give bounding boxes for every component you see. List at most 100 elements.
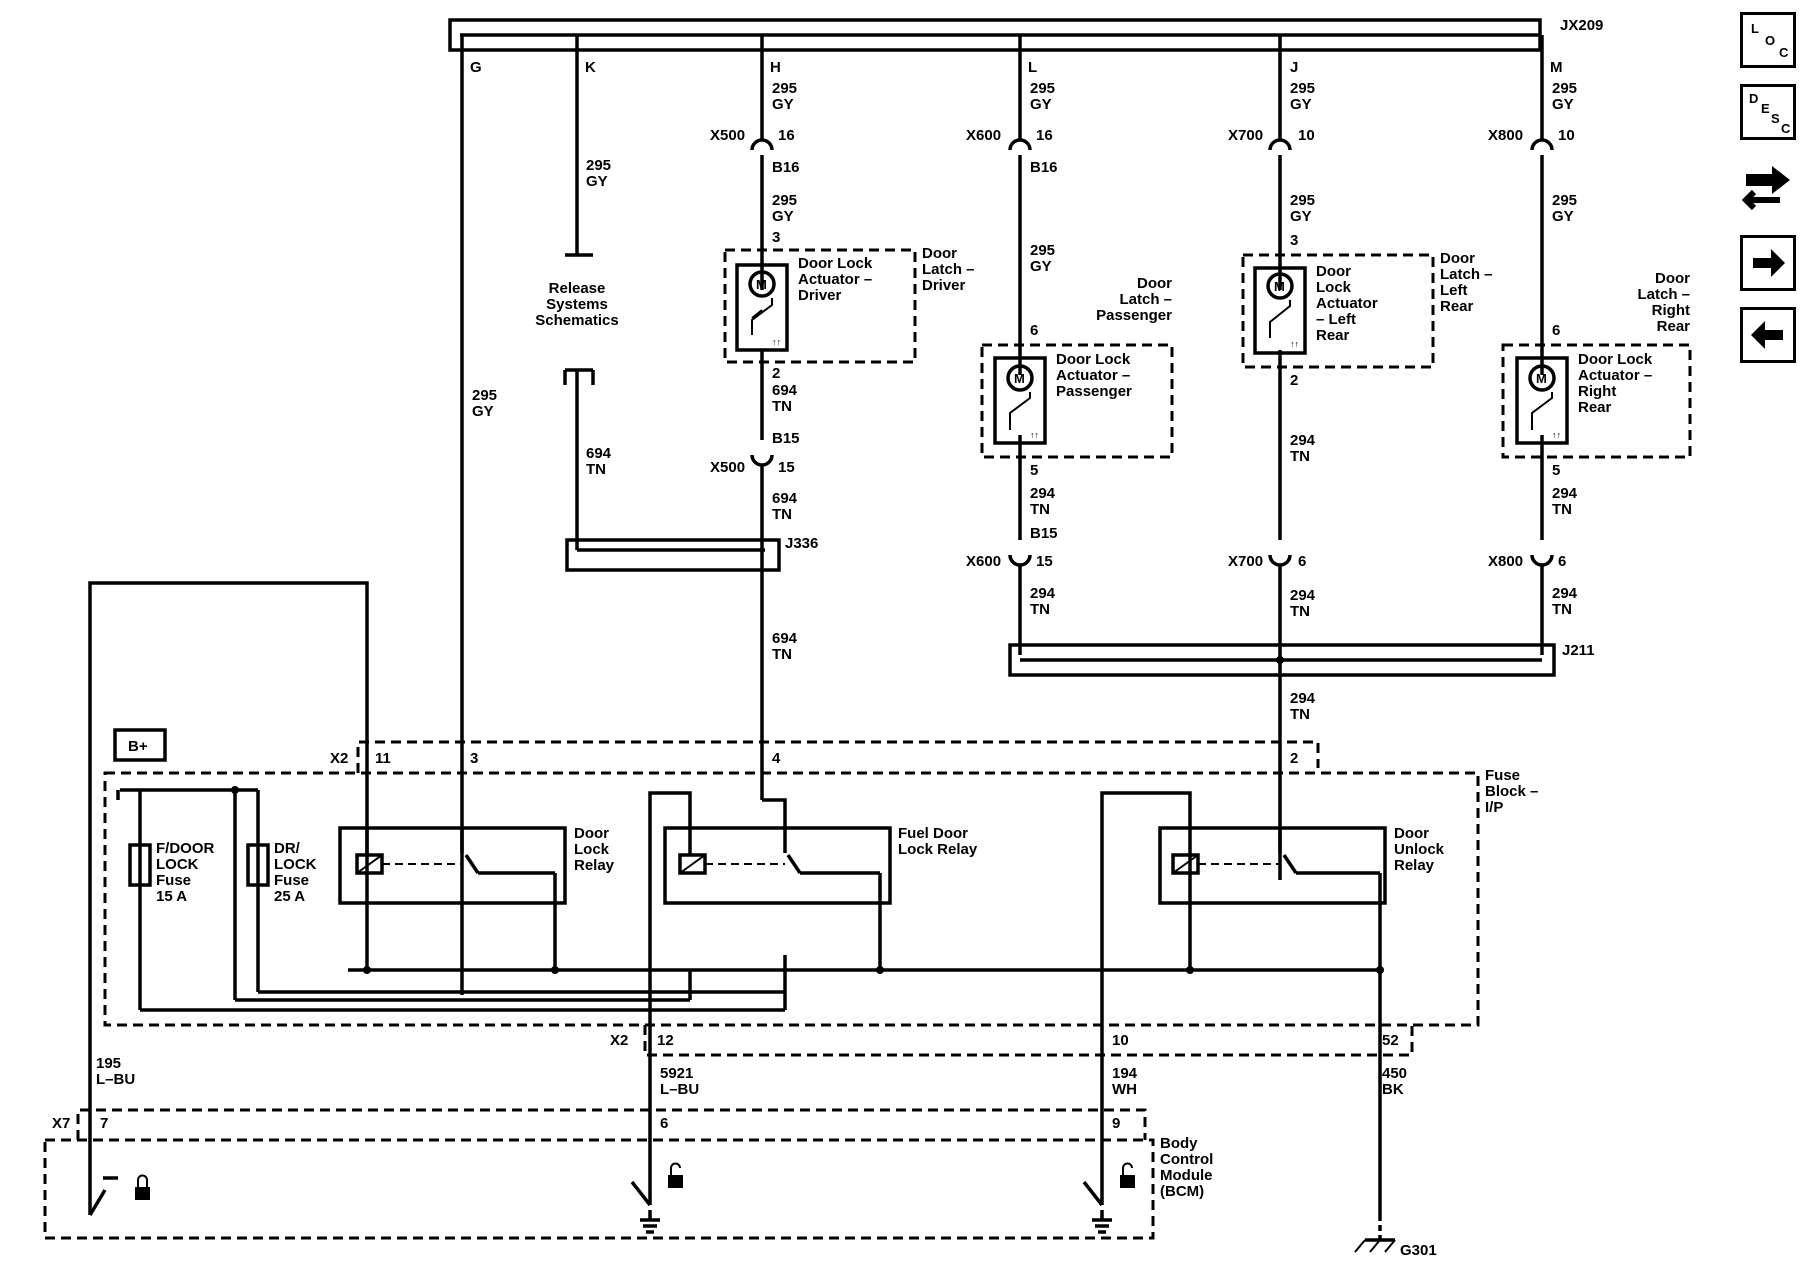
conn-x800a: X800 [1488, 127, 1523, 144]
previous-page-icon[interactable] [1740, 307, 1796, 363]
nav-desc-s: S [1771, 111, 1780, 126]
svg-text:10: 10 [1298, 127, 1315, 144]
nav-desc-d: D [1749, 91, 1759, 106]
pin-l: L [1028, 59, 1037, 76]
connector-jx209-label: JX209 [1560, 17, 1603, 34]
svg-text:6: 6 [660, 1115, 668, 1132]
svg-text:6: 6 [1298, 553, 1306, 570]
description-icon[interactable]: D E S C [1740, 84, 1796, 140]
conn-x500b: X500 [710, 459, 745, 476]
conn-x800b: X800 [1488, 553, 1523, 570]
top-pin-labels: G K H L J M [470, 59, 1563, 76]
svg-text:10: 10 [1112, 1032, 1129, 1049]
svg-text:M: M [1274, 279, 1285, 294]
conn-x500a: X500 [710, 127, 745, 144]
nav-loc-c: C [1779, 45, 1789, 60]
conn-x600b: X600 [966, 553, 1001, 570]
svg-text:B16: B16 [1030, 159, 1058, 176]
svg-text:↑↑: ↑↑ [1290, 339, 1299, 349]
connector-j211-label: J211 [1562, 642, 1595, 659]
svg-text:52: 52 [1382, 1032, 1399, 1049]
svg-text:X7: X7 [52, 1115, 70, 1132]
svg-text:2: 2 [1290, 372, 1298, 389]
svg-text:X2: X2 [330, 750, 348, 767]
svg-text:M: M [1014, 371, 1025, 386]
ground-g301: G301 [1354, 1215, 1437, 1259]
svg-text:B15: B15 [772, 430, 800, 447]
pin-k: K [585, 59, 596, 76]
svg-text:2: 2 [1290, 750, 1298, 767]
connector-j211 [1008, 643, 1556, 677]
svg-text:6: 6 [1552, 322, 1560, 339]
svg-text:16: 16 [778, 127, 795, 144]
pin-h: H [770, 59, 781, 76]
pin-g: G [470, 59, 482, 76]
ground-label: G301 [1400, 1242, 1437, 1259]
connector-view-icon[interactable] [1740, 158, 1796, 214]
svg-text:6: 6 [1558, 553, 1566, 570]
conn-x700a: X700 [1228, 127, 1263, 144]
svg-text:5: 5 [1030, 462, 1038, 479]
fuse-dr-lock [246, 843, 270, 887]
conn-x700b: X700 [1228, 553, 1263, 570]
svg-text:4: 4 [772, 750, 781, 767]
battery-positive-box [113, 728, 167, 762]
svg-text:B16: B16 [772, 159, 800, 176]
svg-text:2: 2 [772, 365, 780, 382]
svg-text:7: 7 [100, 1115, 108, 1132]
svg-text:6: 6 [1030, 322, 1038, 339]
svg-text:3: 3 [772, 229, 780, 246]
svg-text:M: M [756, 277, 767, 292]
location-icon[interactable]: L O C [1740, 12, 1796, 68]
connector-j336 [565, 538, 781, 572]
nav-loc-o: O [1765, 33, 1776, 48]
svg-text:3: 3 [1290, 232, 1298, 249]
svg-text:15: 15 [1036, 553, 1053, 570]
next-page-icon[interactable] [1740, 235, 1796, 291]
svg-text:16: 16 [1036, 127, 1053, 144]
nav-desc-e: E [1761, 101, 1770, 116]
